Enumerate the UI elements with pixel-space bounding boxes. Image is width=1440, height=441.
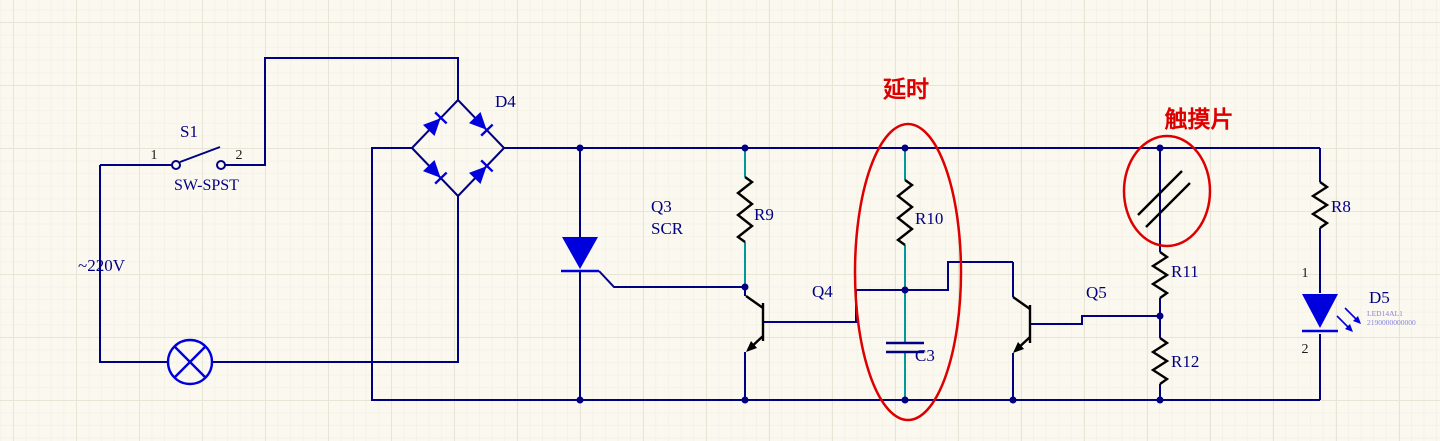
junction-dot — [901, 396, 909, 404]
led-designator-label: D5 — [1369, 288, 1390, 307]
resistor-r10[interactable] — [895, 179, 915, 246]
r11-label: R11 — [1171, 262, 1199, 281]
wire-q4-base — [763, 289, 905, 323]
delay-annotation-label: 延时 — [882, 76, 929, 102]
r10-zigzag — [895, 179, 915, 246]
led-d5[interactable] — [1302, 294, 1361, 333]
led-emission-arrowhead-1 — [1345, 324, 1353, 332]
wire-ac-left — [99, 165, 168, 363]
led-emission-arrow-1 — [1336, 315, 1350, 329]
led-emission-arrow-2 — [1344, 307, 1358, 321]
resistor-r12[interactable] — [1150, 337, 1170, 385]
r9-zigzag — [735, 176, 755, 243]
r8-label: R8 — [1331, 197, 1351, 216]
junction-dot — [901, 286, 909, 294]
delay-ellipse — [853, 122, 963, 422]
switch-terminal-1 — [171, 160, 181, 170]
bridge-diode-bottom-left-icon — [422, 159, 448, 185]
capacitor-c3[interactable] — [886, 341, 924, 354]
ac-voltage-label: ~220V — [78, 256, 126, 275]
transistor-q5[interactable] — [1012, 296, 1032, 353]
scr-designator-label: Q3 — [651, 197, 672, 216]
junction-dot — [1009, 396, 1017, 404]
led-pin2-label: 2 — [1302, 342, 1309, 357]
led-emission-arrowhead-2 — [1353, 316, 1361, 324]
q5-collector-diag — [1012, 296, 1031, 310]
r11-zigzag — [1150, 251, 1170, 299]
bridge-diode-top-left-icon — [422, 111, 448, 137]
wire-switch-to-bridge-top — [225, 57, 459, 166]
q4-label: Q4 — [812, 282, 833, 301]
touch-plate-icon[interactable] — [1137, 170, 1191, 228]
q4-emitter-arrow-icon — [746, 341, 757, 352]
scr-triangle-icon — [562, 237, 598, 269]
r12-zigzag — [1150, 337, 1170, 385]
junction-dot — [741, 396, 749, 404]
switch-pin1-label: 1 — [151, 148, 158, 163]
scr-q3[interactable] — [561, 237, 599, 273]
wire-scr-gate — [598, 270, 745, 288]
junction-dot — [576, 144, 584, 152]
lamp-circle — [166, 338, 214, 386]
bridge-rectifier-d4[interactable] — [411, 99, 505, 197]
switch-part-label: SW-SPST — [174, 177, 239, 194]
resistor-r8[interactable] — [1310, 181, 1330, 229]
touch-plate-slash-2 — [1145, 182, 1191, 228]
lamp-x-2 — [173, 345, 207, 379]
labels: S1 1 2 SW-SPST ~220V D4 Q3 SCR R9 Q4 R10… — [78, 92, 1416, 371]
led-pin1-label: 1 — [1302, 266, 1309, 281]
wire-q5-base — [1030, 315, 1160, 325]
touch-plate-slash-1 — [1137, 170, 1183, 216]
q5-label: Q5 — [1086, 283, 1107, 302]
junction-dot — [1156, 144, 1164, 152]
switch-designator-label: S1 — [180, 122, 198, 141]
switch-s1[interactable] — [171, 146, 226, 170]
q4-collector-diag — [745, 295, 764, 309]
r12-label: R12 — [1171, 352, 1199, 371]
r8-zigzag — [1310, 181, 1330, 229]
wire-node-to-q5 — [905, 261, 1013, 291]
touch-pad-ellipse — [1122, 134, 1212, 248]
touch-pad-annotation-label: 触摸片 — [1165, 106, 1234, 132]
junction-dot — [901, 144, 909, 152]
transistor-q4[interactable] — [745, 295, 765, 352]
switch-pin2-label: 2 — [236, 148, 243, 163]
scr-part-label: SCR — [651, 219, 684, 238]
bridge-designator-label: D4 — [495, 92, 516, 111]
junction-dot — [576, 396, 584, 404]
led-note-line2: 2190000000000 — [1367, 318, 1416, 327]
resistor-r11[interactable] — [1150, 251, 1170, 299]
q5-emitter-arrow-icon — [1013, 342, 1024, 353]
junction-dot — [1156, 312, 1164, 320]
lamp-icon[interactable] — [166, 338, 214, 386]
switch-terminal-2 — [216, 160, 226, 170]
switch-lever — [179, 146, 221, 163]
bridge-diode-bottom-right-icon — [468, 159, 494, 185]
red-annotations: 延时 触摸片 — [853, 76, 1234, 422]
bridge-diode-top-right-icon — [468, 111, 494, 137]
wire-dc-minus-rail — [371, 147, 1320, 401]
wire-lamp-to-bridge-bottom — [212, 196, 459, 363]
r9-label: R9 — [754, 205, 774, 224]
led-triangle-icon — [1302, 294, 1338, 328]
junction-dots — [576, 144, 1164, 404]
junction-dot — [741, 144, 749, 152]
c3-label: C3 — [915, 346, 935, 365]
junction-dot — [741, 283, 749, 291]
led-note-line1: LED14AL1 — [1367, 309, 1403, 318]
junction-dot — [1156, 396, 1164, 404]
resistor-r9[interactable] — [735, 176, 755, 243]
r10-label: R10 — [915, 209, 943, 228]
